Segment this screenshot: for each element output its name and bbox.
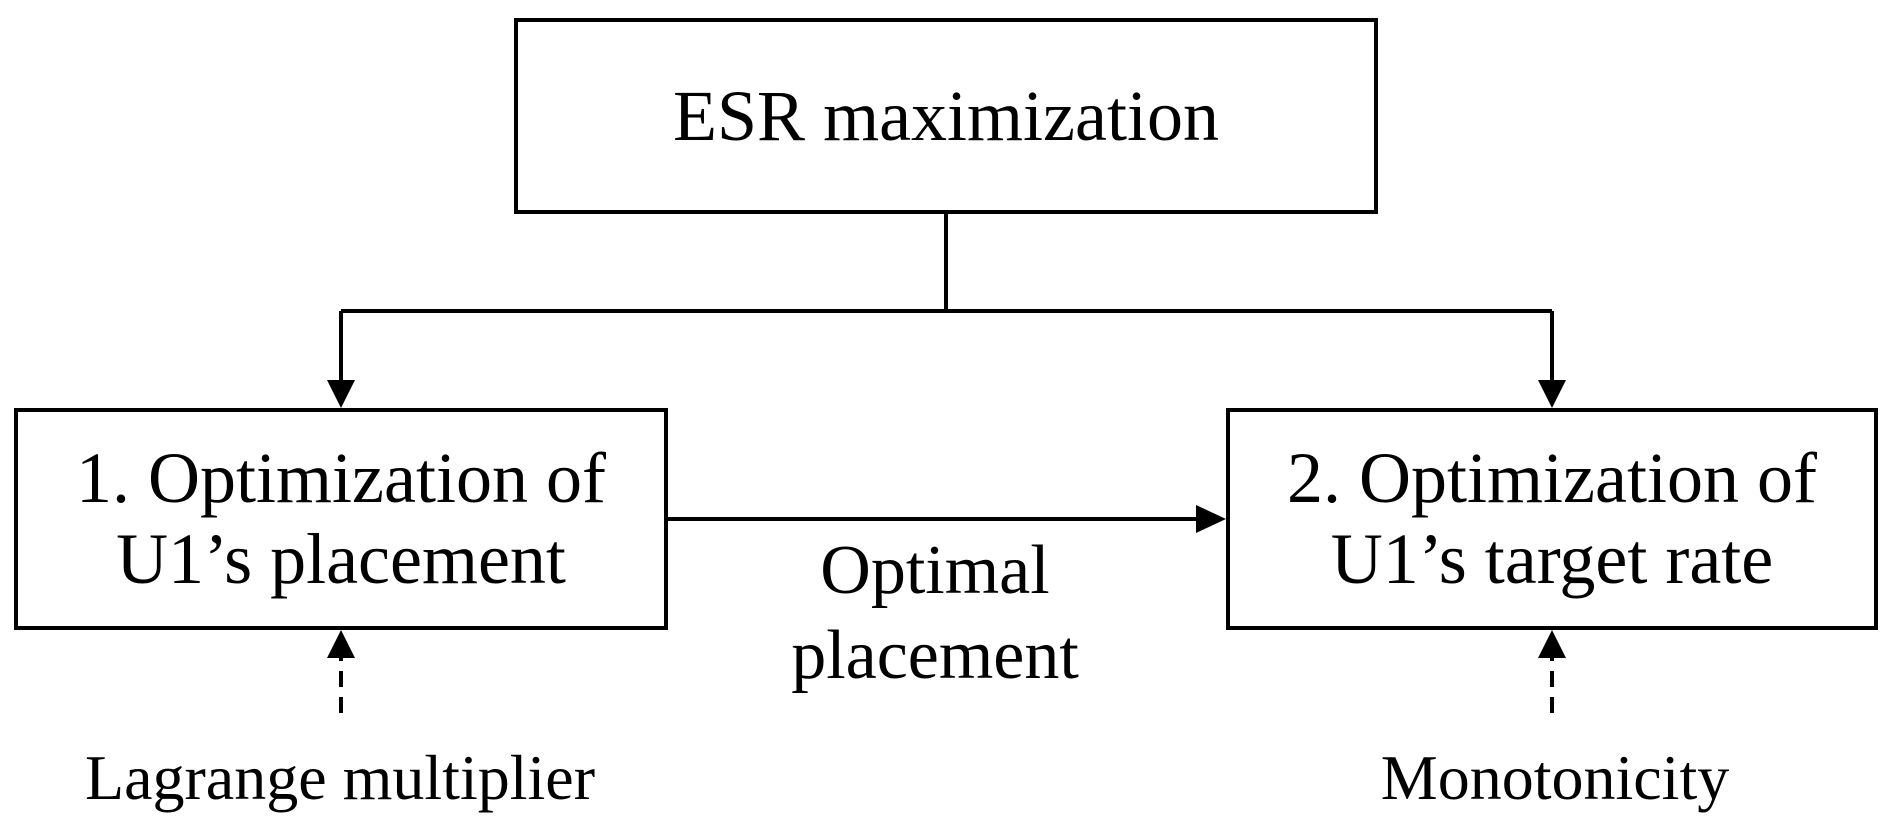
placement-optimization-title: 1. Optimization of [76, 438, 606, 519]
placement-optimization-subtitle: U1’s placement [116, 519, 566, 599]
right-method-arrowhead [1538, 630, 1566, 658]
edge-label-line-2: placement [791, 617, 1079, 695]
target-rate-optimization-title: 2. Optimization of [1287, 438, 1817, 519]
target-rate-optimization-subtitle: U1’s target rate [1330, 519, 1774, 599]
left-branch-arrowhead [327, 380, 355, 408]
esr-maximization-label: ESR maximization [673, 75, 1219, 156]
edge-label-line-1: Optimal [820, 532, 1050, 609]
optimal-placement-edge-label: Optimal placement [745, 528, 1125, 699]
right-branch-arrowhead [1538, 380, 1566, 408]
placement-optimization-box: 1. Optimization of U1’s placement [14, 408, 668, 630]
placement-flow-arrowhead [1196, 505, 1226, 533]
left-method-arrowhead [327, 630, 355, 658]
lagrange-multiplier-label: Lagrange multiplier [84, 742, 596, 813]
monotonicity-label: Monotonicity [1380, 742, 1730, 813]
target-rate-optimization-box: 2. Optimization of U1’s target rate [1226, 408, 1878, 630]
esr-maximization-box: ESR maximization [514, 18, 1378, 214]
